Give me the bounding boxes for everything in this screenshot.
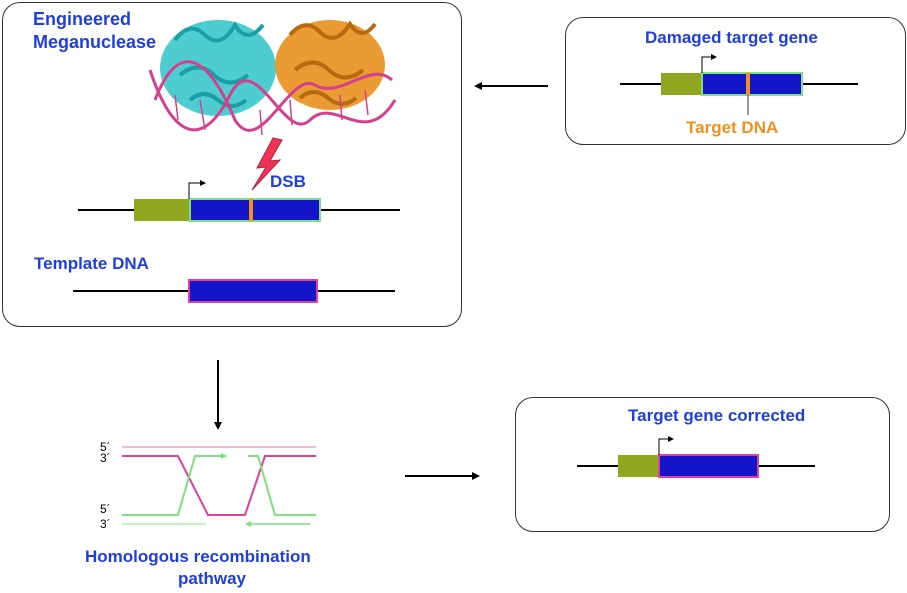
template-dna-label: Template DNA xyxy=(34,254,149,273)
corrected-promoter-block xyxy=(618,455,659,477)
exon-block xyxy=(189,198,321,222)
corrected-gene xyxy=(577,436,815,478)
strand-label-3prime-top: 3´ xyxy=(100,451,111,465)
protein-orange-helix xyxy=(288,20,377,40)
protein-cyan-domain xyxy=(160,20,276,116)
template-exon-block xyxy=(188,279,318,303)
strand-invading-right xyxy=(248,455,316,516)
damaged-transcription-arrow xyxy=(701,54,717,73)
meganuclease-structure-image xyxy=(148,20,397,136)
strand-invading-left xyxy=(122,455,208,516)
enzyme-label-line2: Meganuclease xyxy=(33,32,157,52)
damaged-gene-title: Damaged target gene xyxy=(645,28,818,47)
pathway-label-line1: Homologous recombination xyxy=(85,547,311,566)
corrected-transcription-arrow xyxy=(658,436,674,455)
protein-orange-domain xyxy=(275,20,385,110)
dsb-label: DSB xyxy=(270,172,306,191)
protein-cyan-helix xyxy=(173,21,265,43)
strand-label-3prime-bottom: 3´ xyxy=(100,517,111,531)
corrected-gene-title: Target gene corrected xyxy=(628,406,806,425)
strand-top-3prime xyxy=(122,455,316,516)
recombination-strands: 5´ 3´ 5´ 3´ xyxy=(100,440,316,531)
damaged-gene xyxy=(620,54,858,115)
pathway-label-line2: pathway xyxy=(178,569,247,588)
template-dna xyxy=(73,279,395,303)
promoter-block xyxy=(134,199,190,221)
dsb-lightning-icon xyxy=(251,137,283,191)
strand-label-5prime-top: 5´ xyxy=(100,440,111,454)
enzyme-label-line1: Engineered xyxy=(33,9,132,29)
strand-label-5prime-bottom: 5´ xyxy=(100,502,111,516)
mutation-site-marker xyxy=(249,199,253,221)
corrected-exon-block xyxy=(658,454,759,478)
gene-with-dsb xyxy=(78,180,400,222)
target-dna-label: Target DNA xyxy=(686,118,779,137)
damaged-mutation-marker xyxy=(746,73,750,95)
damaged-exon-block xyxy=(701,72,803,96)
damaged-promoter-block xyxy=(661,73,702,95)
transcription-start-arrow xyxy=(188,180,206,199)
dna-helix xyxy=(148,60,397,136)
